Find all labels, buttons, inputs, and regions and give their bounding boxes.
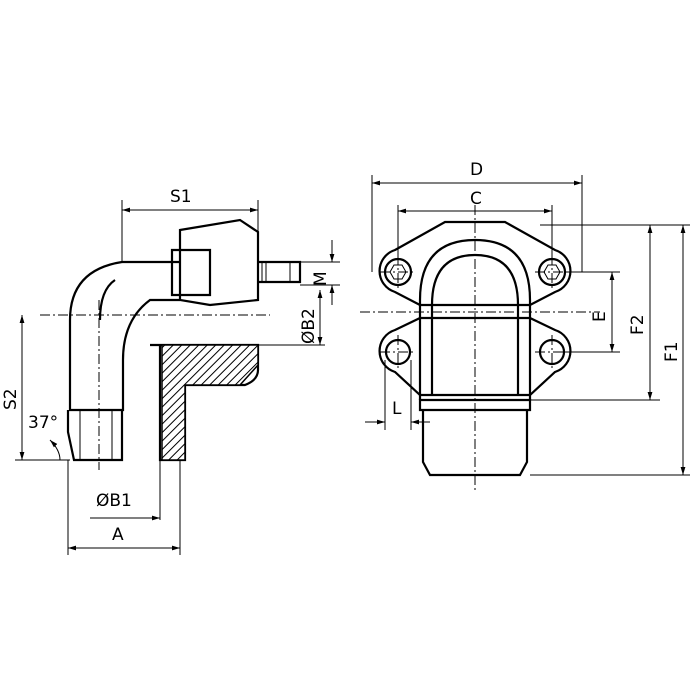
dim-S1: S1 bbox=[170, 187, 192, 207]
right-dimensions: D C E F2 F1 L bbox=[365, 160, 690, 476]
dim-S2: S2 bbox=[1, 388, 21, 410]
left-dimensions: S1 M ØB2 S2 37° ØB1 A bbox=[1, 187, 340, 555]
dim-A: A bbox=[112, 525, 124, 545]
dim-D: D bbox=[470, 160, 483, 180]
dim-M: M bbox=[311, 271, 331, 286]
dim-L: L bbox=[392, 399, 402, 419]
dim-F2: F2 bbox=[628, 314, 648, 335]
dim-E: E bbox=[590, 311, 610, 322]
dim-F1: F1 bbox=[662, 341, 682, 362]
dim-angle: 37° bbox=[28, 413, 58, 433]
dim-B2: ØB2 bbox=[299, 308, 319, 344]
dim-B1: ØB1 bbox=[96, 491, 132, 511]
elbow-side-view bbox=[40, 218, 302, 470]
dim-C: C bbox=[470, 189, 482, 209]
flange-front-view bbox=[360, 205, 600, 490]
